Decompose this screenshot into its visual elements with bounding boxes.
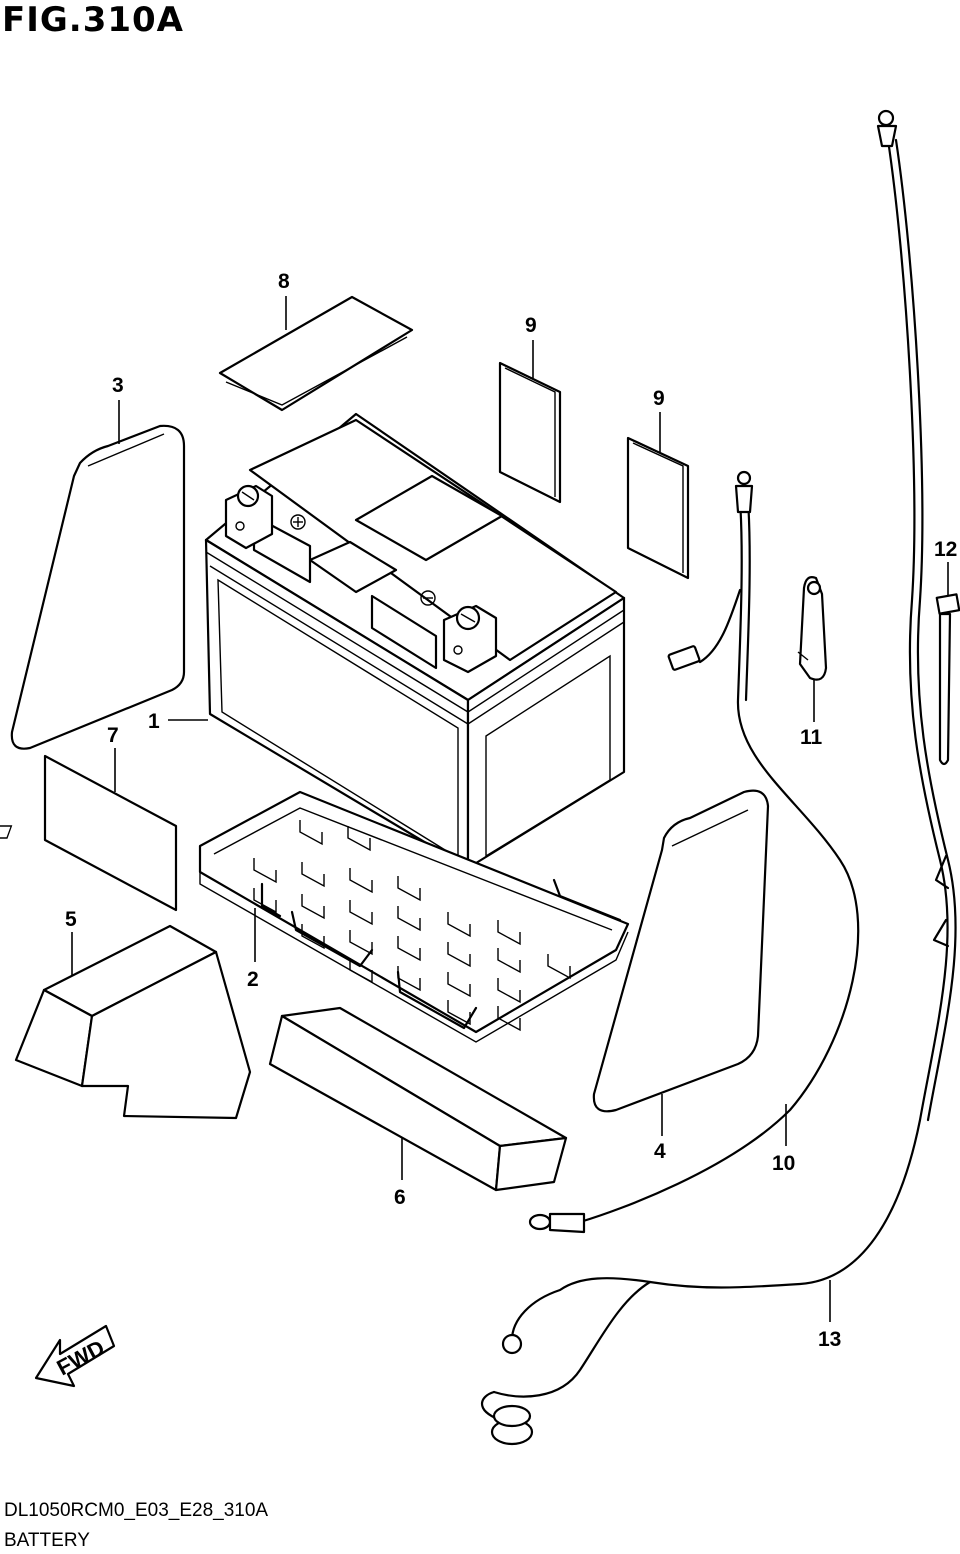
part-6-block xyxy=(268,1006,568,1192)
part-9-sheet-lower xyxy=(626,436,690,580)
model-code: DL1050RCM0_E03_E28_310A xyxy=(4,1500,269,1521)
section-name: BATTERY xyxy=(4,1530,90,1551)
tray-slot xyxy=(397,906,421,932)
callout-4: 4 xyxy=(654,1140,666,1163)
part-2-tray xyxy=(0,790,630,1043)
tray-slot xyxy=(497,1006,521,1032)
part-10-ground-cable xyxy=(480,109,957,1446)
tray-slot xyxy=(253,858,277,884)
callout-12: 11 xyxy=(800,726,823,749)
tray-slot xyxy=(447,942,471,968)
tray-slot xyxy=(349,930,373,956)
tray-slot xyxy=(301,924,325,950)
part-4-cushion xyxy=(592,789,770,1113)
part-11-battery-cable xyxy=(528,470,860,1234)
callout-2: 2 xyxy=(247,968,259,991)
tray-slot xyxy=(349,900,373,926)
part-7-sheet xyxy=(43,754,178,912)
callout-11: 10 xyxy=(772,1152,795,1175)
tray-slot xyxy=(301,894,325,920)
tray-slot xyxy=(397,936,421,962)
tray-slot xyxy=(497,948,521,974)
callout-5: 5 xyxy=(65,908,77,931)
callout-10: 13 xyxy=(818,1328,841,1351)
tray-slot xyxy=(253,888,277,914)
callout-7: 7 xyxy=(107,724,119,747)
callout-9-upper: 9 xyxy=(525,314,537,337)
part-13-cable-tie xyxy=(935,593,960,766)
callout-9-lower: 9 xyxy=(653,387,665,410)
tray-slot xyxy=(497,920,521,946)
part-3-cushion xyxy=(10,424,186,750)
leader-lines xyxy=(71,296,949,1322)
tray-slot xyxy=(497,978,521,1004)
callout-6: 6 xyxy=(394,1186,406,1209)
part-5-block xyxy=(14,924,252,1120)
callout-3: 3 xyxy=(112,374,124,397)
tray-slot xyxy=(301,862,325,888)
part-1-battery xyxy=(204,412,626,870)
tray-slot xyxy=(347,826,371,852)
part-12-clamp xyxy=(797,576,828,681)
part-8-pad xyxy=(218,295,414,412)
callout-13: 12 xyxy=(934,538,957,561)
tray-slot xyxy=(547,954,571,980)
part-9-sheet-upper xyxy=(498,361,562,504)
tray-slot xyxy=(349,958,373,984)
figure-title: FIG.310A xyxy=(2,0,184,40)
tray-slot xyxy=(397,876,421,902)
fwd-direction-arrow: FWD xyxy=(34,1324,116,1388)
tray-slot xyxy=(349,868,373,894)
callout-8: 8 xyxy=(278,270,290,293)
tray-slot xyxy=(447,972,471,998)
tray-slot xyxy=(299,820,323,846)
tray-slot xyxy=(447,912,471,938)
callout-1: 1 xyxy=(148,710,160,733)
